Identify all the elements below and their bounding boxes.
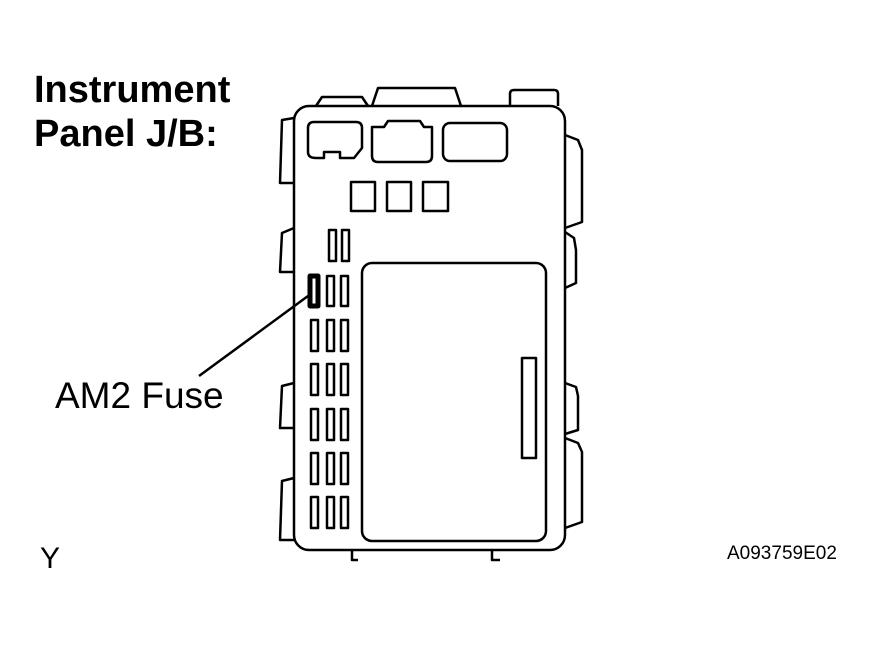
fuse-slot (325, 407, 336, 442)
am2-fuse-callout-label: AM2 Fuse (55, 375, 224, 416)
top-tab-left (314, 95, 370, 107)
fuse-row-6 (309, 451, 350, 486)
fuse-slot (339, 318, 350, 353)
fuse-slot (325, 318, 336, 353)
top-tab-right (508, 88, 560, 106)
fuse-slot (339, 451, 350, 486)
relay-slot-2 (385, 180, 413, 213)
diagram-title: Instrument Panel J/B: (34, 68, 274, 156)
top-tab-center (370, 86, 463, 107)
left-clip-2 (278, 226, 295, 274)
right-clip-3 (564, 381, 580, 436)
title-line-1: Instrument (34, 69, 231, 111)
am2-fuse (307, 273, 321, 309)
fuse-slot (309, 362, 320, 397)
fuse-slot (325, 274, 336, 308)
fuse-slot (309, 318, 320, 353)
fuse-slot (339, 362, 350, 397)
fuse-row-5 (309, 407, 350, 442)
connector-socket-3 (441, 121, 509, 163)
right-clip-4 (564, 436, 584, 530)
connector-socket-2 (370, 119, 434, 164)
left-clip-3 (278, 381, 295, 430)
left-clip-4 (278, 476, 295, 542)
fuse-row-4 (309, 362, 350, 397)
right-clip-2 (564, 230, 578, 290)
jb-cover-panel (360, 261, 548, 543)
connector-socket-1 (306, 120, 364, 160)
fuse-row-2 (307, 273, 350, 309)
fuse-slot (339, 407, 350, 442)
right-clip-1 (564, 133, 584, 230)
fuse-slot (309, 495, 320, 530)
fuse-slot (327, 228, 338, 263)
left-clip-1 (278, 116, 295, 185)
am2-fuse-leader-line (198, 294, 309, 378)
title-line-2: Panel J/B: (34, 113, 218, 155)
fuse-slot (325, 451, 336, 486)
fuse-slot (339, 274, 350, 308)
cover-slot (520, 356, 538, 460)
fuse-slot (309, 451, 320, 486)
fuse-slot (325, 362, 336, 397)
figure-id: A093759E02 (727, 543, 837, 564)
fuse-slot (340, 228, 351, 263)
fuse-row-7 (309, 495, 350, 530)
fuse-row-3 (309, 318, 350, 353)
fuse-slot (325, 495, 336, 530)
relay-slot-1 (349, 180, 377, 213)
bottom-tab-right (490, 550, 500, 562)
bottom-tab-left (350, 550, 358, 562)
junction-block-body (292, 104, 567, 552)
fuse-slot (309, 407, 320, 442)
fuse-slot (339, 495, 350, 530)
relay-slot-3 (421, 180, 450, 213)
view-letter: Y (40, 542, 61, 575)
